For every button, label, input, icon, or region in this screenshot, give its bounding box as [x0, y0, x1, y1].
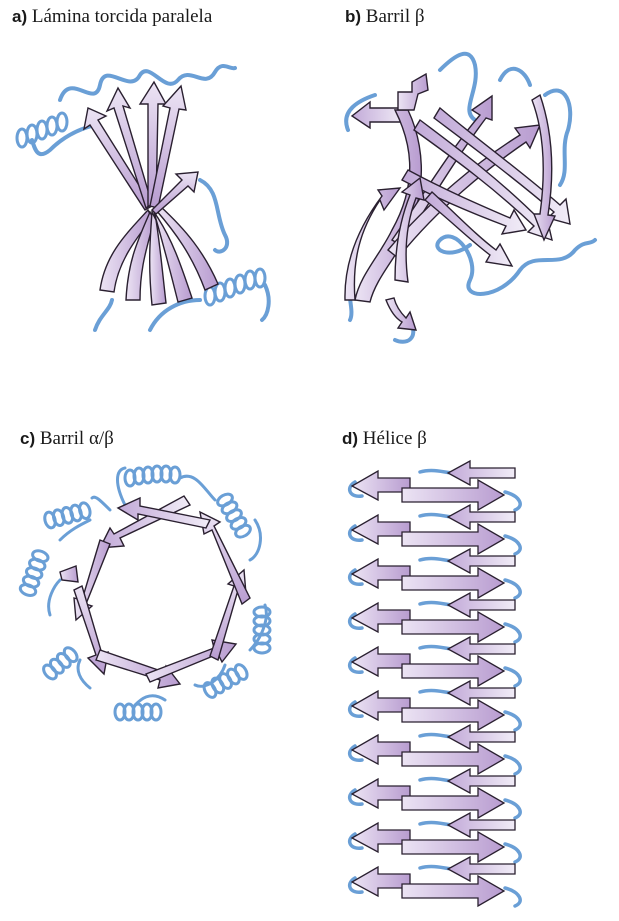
helix-d-rung	[350, 681, 521, 730]
helix-d-strand-right	[402, 876, 504, 906]
helix-d-strand-right	[402, 568, 504, 598]
strand-b-13	[386, 298, 416, 330]
helix-d-rung	[350, 769, 521, 818]
helix-d-strand-right	[402, 480, 504, 510]
helix-d-rung	[350, 637, 521, 686]
helix-d-rung	[350, 461, 521, 510]
helix-d-rung	[350, 505, 521, 554]
strand-c-8	[118, 498, 210, 528]
barrel-b-strands	[345, 74, 570, 330]
strand-b-1	[352, 102, 404, 128]
helix-d-rung	[350, 549, 521, 598]
helix-d-rung	[350, 813, 521, 862]
beta-helix	[350, 461, 521, 906]
helix-d-rung	[350, 857, 521, 906]
strand-c-9	[60, 566, 78, 582]
helix-d-strand-right	[402, 524, 504, 554]
barrel-c-strands	[60, 496, 250, 688]
strand-b-12	[532, 95, 555, 240]
twisted-parallel-sheet	[17, 66, 269, 330]
helix-d-strand-right	[402, 612, 504, 642]
alpha-beta-barrel	[19, 466, 270, 720]
helix-d-rung	[350, 725, 521, 774]
helix-d-rung	[350, 593, 521, 642]
helix-d-strand-right	[402, 656, 504, 686]
sheet-a-lower	[100, 206, 218, 305]
helix-d-strand-right	[402, 700, 504, 730]
helix-d-strand-right	[402, 744, 504, 774]
sheet-a-upper	[84, 82, 198, 214]
helix-d-strand-right	[402, 832, 504, 862]
strand-b-3	[398, 74, 428, 110]
beta-barrel	[345, 54, 595, 342]
coil-a-right	[200, 180, 227, 252]
helix-d-strand-right	[402, 788, 504, 818]
